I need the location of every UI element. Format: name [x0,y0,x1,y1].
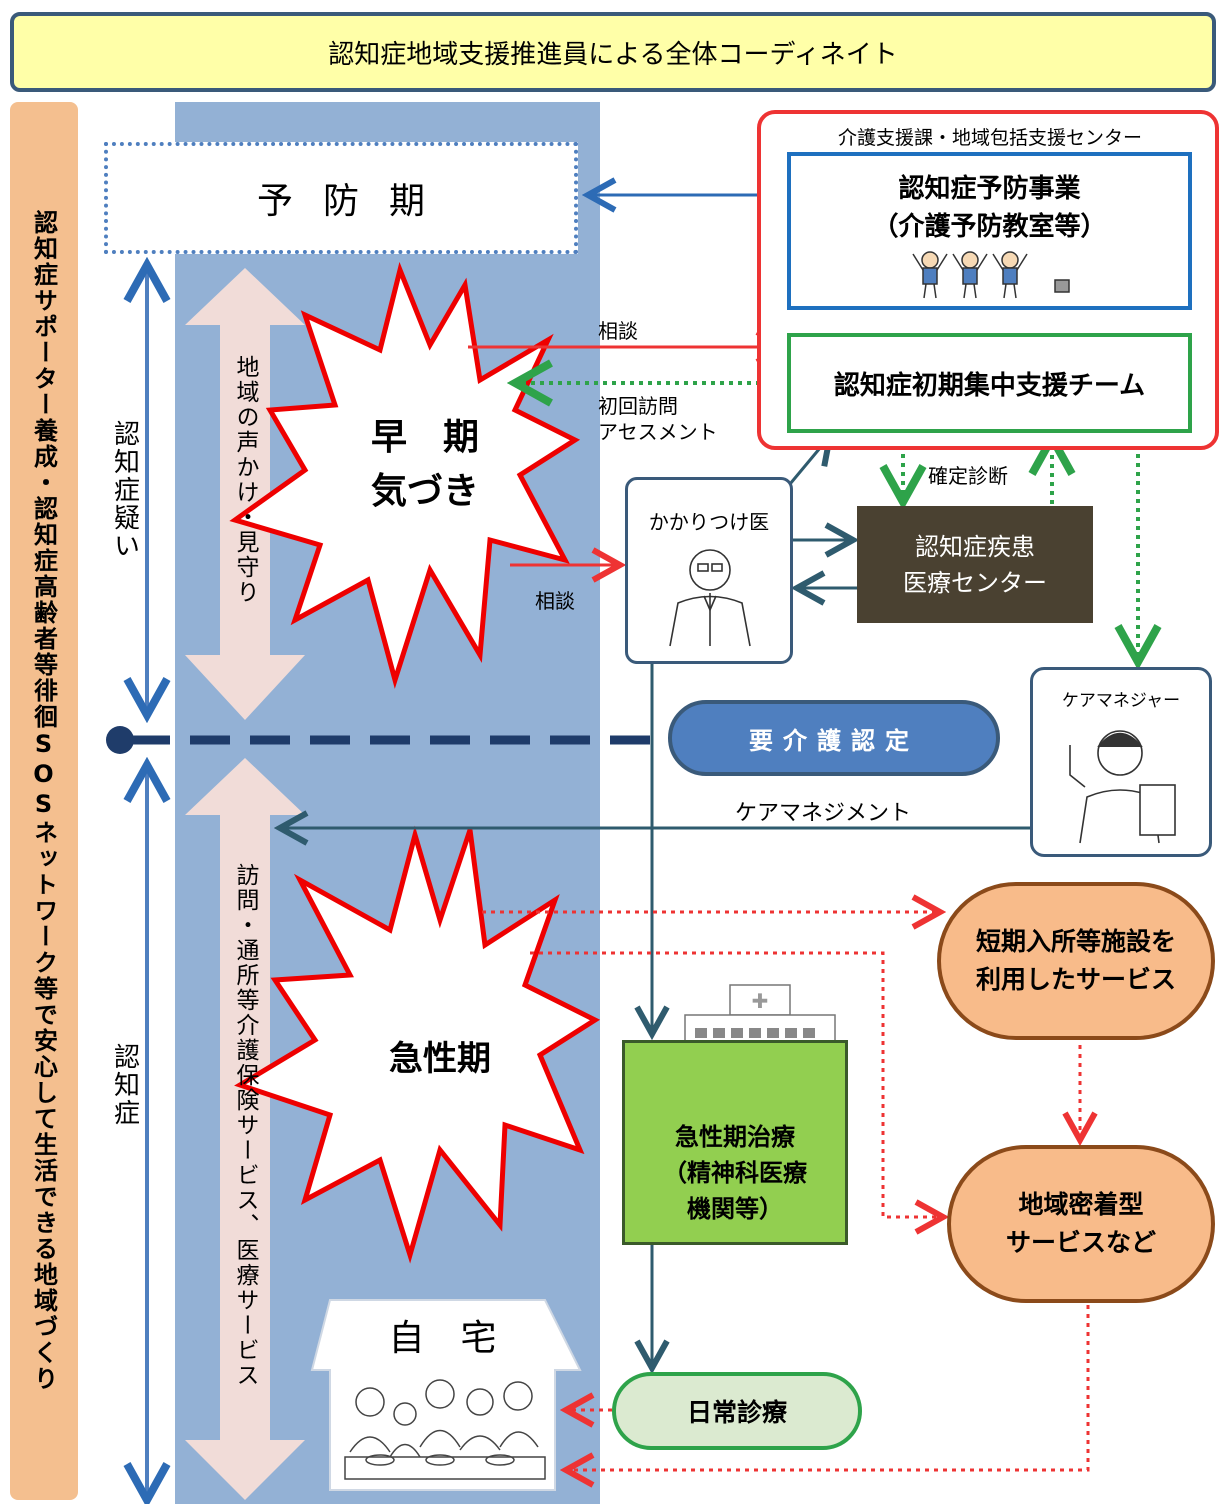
early-starburst [229,261,581,689]
care-support-center-label: 介護支援課・地域包括支援センター [837,126,1142,149]
community-building-band: 認知症サポーター養成・認知症高齢者等徘徊SOSネットワーク等で安心して生活できる… [10,102,78,1500]
prevention-stage: 予防期 [104,142,578,254]
initial-visit-label: 初回訪問 アセスメント [598,394,718,444]
short-stay-service: 短期入所等施設を 利用したサービス [937,882,1215,1040]
care-manager-label: ケアマネジャー [1061,690,1181,711]
family-meal-icon [344,1379,546,1480]
care-certification-pill: 要介護認定 [668,700,1000,776]
care-manager-icon [1069,730,1176,844]
community-watch-label: 地域の声かけ・見守り [232,355,258,605]
home-label: 自 宅 [388,1318,497,1359]
prevention-project-box [787,152,1192,310]
consult-label-1: 相談 [598,319,638,343]
suspected-dementia-label: 認知症疑い [109,420,140,560]
lower-double-arrow [185,758,305,1500]
coordination-banner: 認知症地域支援推進員による全体コーディネイト [10,12,1216,92]
acute-stage-label: 急性期 [389,1038,491,1079]
diagnosis-label: 確定診断 [928,464,1008,488]
acute-treatment-box: 急性期治療 （精神科医療 機関等） [622,1040,848,1245]
early-awareness-label: 早 期 気づき [370,417,479,512]
dementia-medical-center: 認知症疾患 医療センター [857,506,1093,623]
care-management-label: ケアマネジメント [735,801,912,826]
svg-text:✚: ✚ [752,989,769,1013]
community-based-service: 地域密着型 サービスなど [947,1145,1215,1303]
dementia-label: 認知症 [109,1043,140,1127]
care-services-label: 訪問・通所等介護保険サービス、医療サービス [232,862,258,1388]
daily-care-pill: 日常診療 [612,1372,862,1450]
consult-label-2: 相談 [535,589,575,613]
community-building-label: 認知症サポーター養成・認知症高齢者等徘徊SOSネットワーク等で安心して生活できる… [29,210,58,1392]
upper-double-arrow [185,268,305,720]
family-doctor-label: かかりつけ医 [648,509,770,534]
doctor-icon [669,549,751,647]
initial-support-team-box: 認知症初期集中支援チーム [787,333,1192,433]
prevention-project-title: 認知症予防事業 （介護予防教室等） [872,174,1107,242]
acute-starburst [234,825,601,1264]
exercise-figures-icon [912,251,1070,299]
